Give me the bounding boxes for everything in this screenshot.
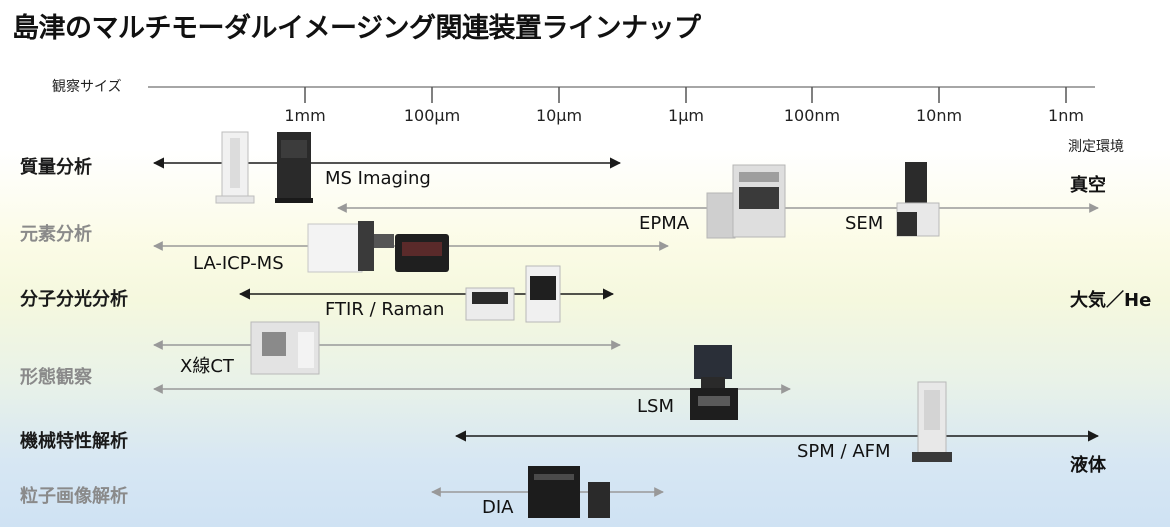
la-icp-ms-instrument-illustration [307,221,449,273]
lsm-instrument-illustration [690,345,738,420]
epma-instrument-illustration [706,164,786,239]
sem-instrument-illustration [896,162,940,237]
category-mass-spectrometry: 質量分析 [20,157,92,178]
instrument-label-epma: EPMA [639,213,690,234]
tick-label-1um: 1μm [668,106,704,125]
instrument-label-la-icp-ms: LA-ICP-MS [193,253,284,274]
instrument-label-lsm: LSM [637,396,674,417]
instrument-label-sem: SEM [845,213,884,234]
dia-instrument-illustration [528,466,610,518]
tick-label-10nm: 10nm [915,106,963,125]
tick-label-100nm: 100nm [783,106,841,125]
page-title: 島津のマルチモーダルイメージング関連装置ラインナップ [12,13,701,44]
tick-label-1nm: 1nm [1048,106,1084,125]
instrument-label-xct: X線CT [180,356,234,377]
environment-header: 測定環境 [1068,139,1124,155]
instrument-label-spm-afm: SPM / AFM [797,441,891,462]
tick-label-100um: 100μm [403,106,461,125]
instrument-label-ftir-raman: FTIR / Raman [325,299,445,320]
category-particle-imaging: 粒子画像解析 [20,486,128,507]
instrument-label-ms-imaging: MS Imaging [325,168,431,189]
tick-label-10um: 10μm [535,106,583,125]
spm-afm-instrument-illustration [912,381,952,462]
ftir-raman-instrument-illustration [465,265,561,323]
xray-ct-instrument-illustration [250,321,320,375]
category-elemental-analysis: 元素分析 [20,224,92,245]
environment-atmosphere: 大気／He [1070,290,1152,311]
category-mechanical-properties: 機械特性解析 [20,431,128,452]
environment-liquid: 液体 [1070,455,1106,476]
environment-vacuum: 真空 [1070,175,1106,196]
category-morphology: 形態観察 [20,367,92,388]
category-molecular-spectroscopy: 分子分光分析 [20,289,128,310]
tick-label-1mm: 1mm [284,106,326,125]
scale-label: 観察サイズ [52,79,122,95]
ms-imaging-instrument-illustration [215,131,313,204]
instrument-label-dia: DIA [482,497,514,518]
